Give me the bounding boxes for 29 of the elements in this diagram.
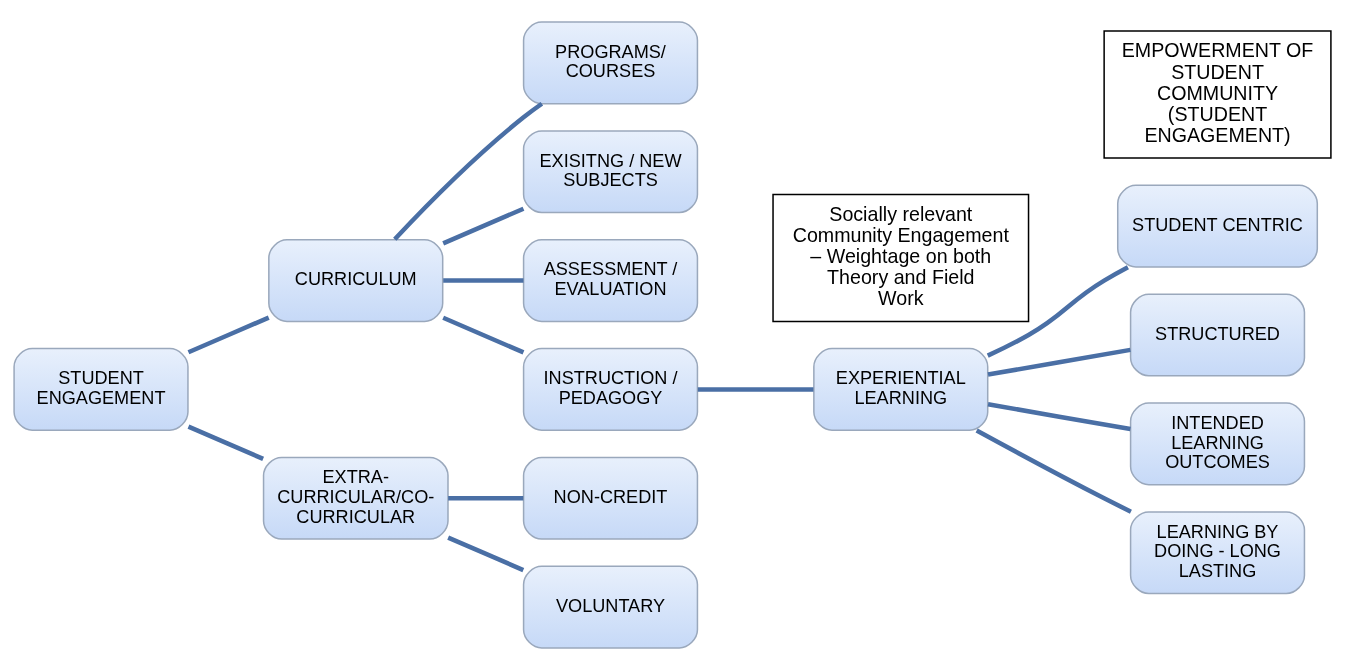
connector xyxy=(975,428,1132,514)
node-box: STUDENT ENGAGEMENT xyxy=(13,347,189,431)
node-box: PROGRAMS/ COURSES xyxy=(522,20,699,104)
connector xyxy=(448,495,524,501)
node-box: Socially relevant Community Engagement – Weightage on both Theory and Field Work xyxy=(772,193,1030,322)
node-box: LEARNING BY DOING - LONG LASTING xyxy=(1129,510,1306,594)
connector xyxy=(442,315,525,354)
connector xyxy=(443,277,524,283)
node-box: EMPOWERMENT OF STUDENT COMMUNITY (STUDENT ENGAGEMENT) xyxy=(1103,29,1332,159)
node-box: VOLUNTARY xyxy=(522,565,699,649)
connector xyxy=(442,206,525,245)
node-box: EXISITNG / NEW SUBJECTS xyxy=(522,129,699,213)
connector xyxy=(987,401,1131,431)
connector xyxy=(697,386,814,392)
connector xyxy=(393,101,544,241)
connector xyxy=(187,424,265,461)
node-box: NON-CREDIT xyxy=(522,456,699,540)
node-box: CURRICULUM xyxy=(268,238,444,322)
connector xyxy=(447,535,525,572)
node-box: EXPERIENTIAL LEARNING xyxy=(813,347,989,431)
node-box: INSTRUCTION / PEDAGOGY xyxy=(522,347,699,431)
connector xyxy=(187,315,270,354)
node-box: ASSESSMENT / EVALUATION xyxy=(522,238,699,322)
connector xyxy=(987,347,1131,377)
node-box: INTENDED LEARNING OUTCOMES xyxy=(1129,401,1306,485)
node-box: STUDENT CENTRIC xyxy=(1117,184,1319,268)
node-box: EXTRA-CURRICULAR/CO-CURRICULAR xyxy=(262,456,449,540)
connector xyxy=(986,264,1129,358)
node-box: STRUCTURED xyxy=(1129,292,1306,377)
